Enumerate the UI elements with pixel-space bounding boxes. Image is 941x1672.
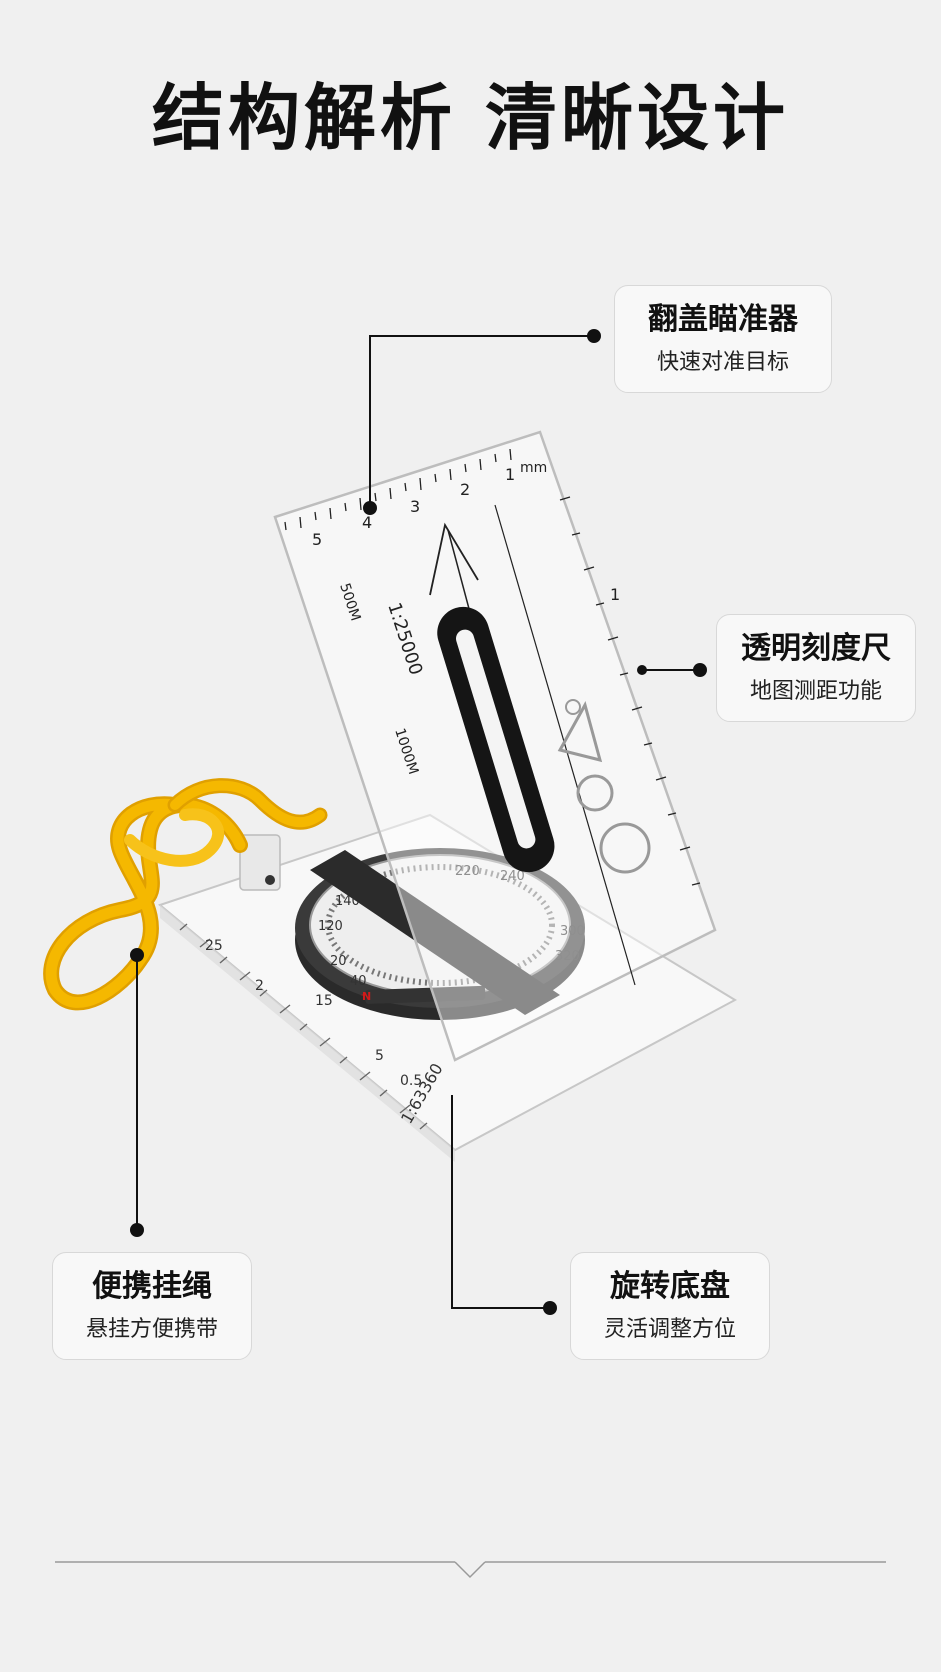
ruler-number: 1 bbox=[610, 585, 620, 604]
base-number: 25 bbox=[205, 938, 223, 954]
callout-title: 旋转底盘 bbox=[610, 1269, 730, 1304]
base-number: 2 bbox=[255, 978, 264, 994]
template-circle bbox=[599, 822, 651, 874]
callout-sighting-mirror: 翻盖瞄准器 快速对准目标 bbox=[614, 285, 832, 393]
callout-dial: 旋转底盘 灵活调整方位 bbox=[570, 1252, 770, 1360]
sighting-panel: mm 1 2 3 4 5 1 1:25000 500M 1000M bbox=[273, 430, 717, 1062]
needle-letter: N bbox=[362, 990, 371, 1003]
compass-needle bbox=[365, 985, 486, 1004]
callout-subtitle: 悬挂方便携带 bbox=[85, 1317, 218, 1342]
lanyard-mount bbox=[239, 834, 281, 891]
bottom-divider bbox=[55, 1561, 886, 1579]
callout-ruler: 透明刻度尺 地图测距功能 bbox=[716, 614, 916, 722]
hinge-bar bbox=[310, 850, 560, 1015]
dial-number: 120 bbox=[318, 919, 343, 934]
dial-number: 20 bbox=[330, 954, 347, 969]
base-number: 5 bbox=[375, 1048, 384, 1064]
page-headline: 结构解析 清晰设计 bbox=[151, 76, 790, 160]
callout-title: 翻盖瞄准器 bbox=[648, 302, 798, 337]
template-triangle bbox=[557, 701, 603, 763]
dial-number: 300 bbox=[560, 924, 585, 939]
ruler-number: 1 bbox=[505, 465, 515, 484]
callout-title: 便携挂绳 bbox=[92, 1269, 212, 1304]
callout-lanyard: 便携挂绳 悬挂方便携带 bbox=[52, 1252, 252, 1360]
lanyard-cord bbox=[43, 778, 328, 1011]
ruler-unit-label: mm bbox=[520, 460, 547, 476]
ruler-number: 5 bbox=[312, 530, 322, 549]
callout-subtitle: 地图测距功能 bbox=[749, 679, 882, 704]
callout-subtitle: 灵活调整方位 bbox=[603, 1317, 736, 1342]
ruler-number: 4 bbox=[362, 513, 372, 532]
ruler-number: 2 bbox=[460, 480, 470, 499]
ruler-number: 3 bbox=[410, 497, 420, 516]
callout-title: 透明刻度尺 bbox=[741, 631, 891, 666]
dial-number: 220 bbox=[455, 864, 480, 879]
template-circle bbox=[576, 774, 614, 812]
base-number: 0.5 bbox=[400, 1073, 422, 1089]
rotating-dial: 220 240 140 120 300 320 20 40 N bbox=[295, 848, 585, 1020]
dial-number: 320 bbox=[555, 949, 580, 964]
dial-number: 240 bbox=[500, 869, 525, 884]
leader-lines bbox=[130, 329, 707, 1315]
template-circle bbox=[565, 699, 581, 715]
base-number: 15 bbox=[315, 993, 333, 1009]
callout-subtitle: 快速对准目标 bbox=[656, 350, 789, 375]
dial-number: 40 bbox=[350, 974, 367, 989]
